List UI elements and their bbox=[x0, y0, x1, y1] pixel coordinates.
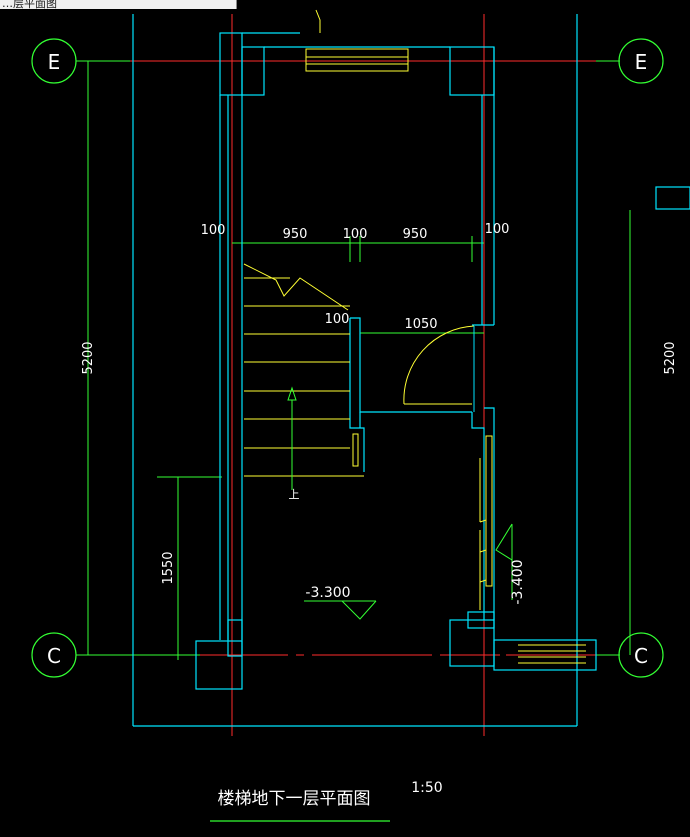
axis-lines bbox=[78, 14, 620, 736]
dim-stair-2: 100 bbox=[343, 227, 368, 242]
level-main-text: -3.300 bbox=[305, 585, 350, 601]
level-marker-main bbox=[341, 600, 377, 620]
dim-overall-right: 5200 bbox=[663, 341, 678, 374]
level-marker-pit bbox=[495, 523, 513, 600]
axis-bubble-c-right: C bbox=[618, 632, 664, 678]
dim-stair-1: 950 bbox=[283, 227, 308, 242]
level-pit-text: -3.400 bbox=[510, 559, 526, 604]
stair-up-arrow bbox=[287, 386, 297, 490]
window-title-bar: …层平面图 bbox=[0, 0, 237, 9]
axis-tag-e-left: E bbox=[48, 50, 61, 74]
dim-door-gap: 100 bbox=[325, 312, 350, 327]
dim-door-width: 1050 bbox=[404, 317, 437, 332]
drawing-scale: 1:50 bbox=[411, 780, 442, 796]
stair-and-fixtures bbox=[243, 9, 586, 664]
window-title-text: …层平面图 bbox=[2, 0, 57, 9]
axis-leaders bbox=[76, 60, 620, 656]
axis-bubble-c-left: C bbox=[31, 632, 77, 678]
dim-stair-3: 950 bbox=[403, 227, 428, 242]
dim-stair-4: 100 bbox=[485, 222, 510, 237]
dim-stair-0: 100 bbox=[201, 223, 226, 238]
dim-overall-left: 5200 bbox=[81, 341, 96, 374]
dim-left-lower: 1550 bbox=[161, 551, 176, 584]
axis-tag-e-right: E bbox=[635, 50, 648, 74]
stair-up-label: 上 bbox=[289, 488, 300, 501]
dimension-lines bbox=[87, 61, 631, 660]
axis-tag-c-left: C bbox=[47, 644, 61, 668]
axis-bubble-e-left: E bbox=[31, 38, 77, 84]
drawing-title: 楼梯地下一层平面图 bbox=[218, 789, 371, 809]
axis-tag-c-right: C bbox=[634, 644, 648, 668]
walls bbox=[132, 14, 690, 727]
axis-bubble-e-right: E bbox=[618, 38, 664, 84]
